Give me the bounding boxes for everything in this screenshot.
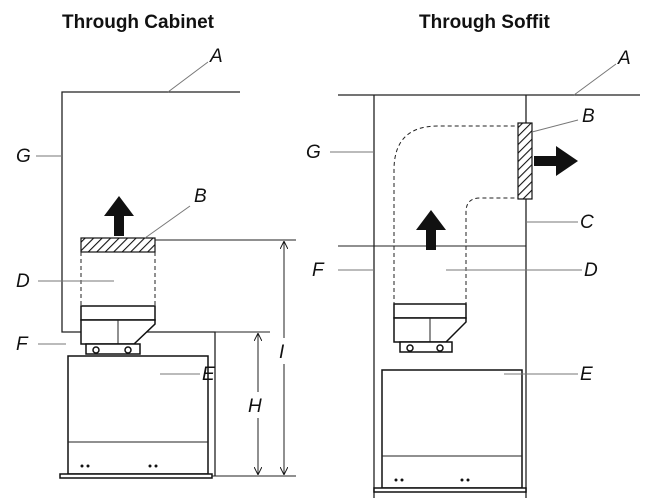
left-leader-a [167, 61, 209, 93]
right-label-e: E [580, 364, 593, 385]
left-label-f: F [16, 334, 29, 355]
left-leader-b [144, 205, 191, 239]
right-label-d: D [584, 260, 598, 281]
left-label-b: B [194, 186, 207, 207]
right-leader-b [531, 119, 579, 133]
left-title: Through Cabinet [62, 12, 215, 33]
right-label-c: C [580, 212, 594, 233]
left-label-e: E [202, 364, 215, 385]
right-figure: Through Soffit A G B C [306, 12, 640, 498]
left-figure: Through Cabinet A G B D [16, 12, 296, 479]
right-duct-inner [465, 197, 518, 306]
right-label-a: A [617, 48, 631, 69]
arrow-up-icon [416, 210, 446, 250]
left-label-a: A [209, 46, 223, 67]
right-hood-body [373, 369, 527, 493]
right-label-g: G [306, 142, 321, 163]
left-dim-i-gap [276, 338, 292, 364]
right-duct-outer [393, 125, 518, 306]
right-wall-cap-b [517, 122, 533, 200]
left-dim-h-gap [250, 392, 266, 418]
left-transition-collar [80, 305, 156, 355]
right-label-f: F [312, 260, 325, 281]
right-title: Through Soffit [419, 12, 551, 33]
right-label-b: B [582, 106, 595, 127]
left-label-i: I [279, 342, 285, 363]
right-transition-collar [393, 303, 467, 353]
right-leader-a [573, 63, 617, 96]
left-label-g: G [16, 146, 31, 167]
arrow-up-icon [104, 196, 134, 236]
left-cabinet-outline [61, 91, 240, 476]
left-label-d: D [16, 271, 30, 292]
arrow-right-icon [534, 146, 578, 176]
left-hood-body [59, 355, 213, 479]
left-damper-b [80, 237, 156, 253]
left-label-h: H [248, 396, 262, 417]
